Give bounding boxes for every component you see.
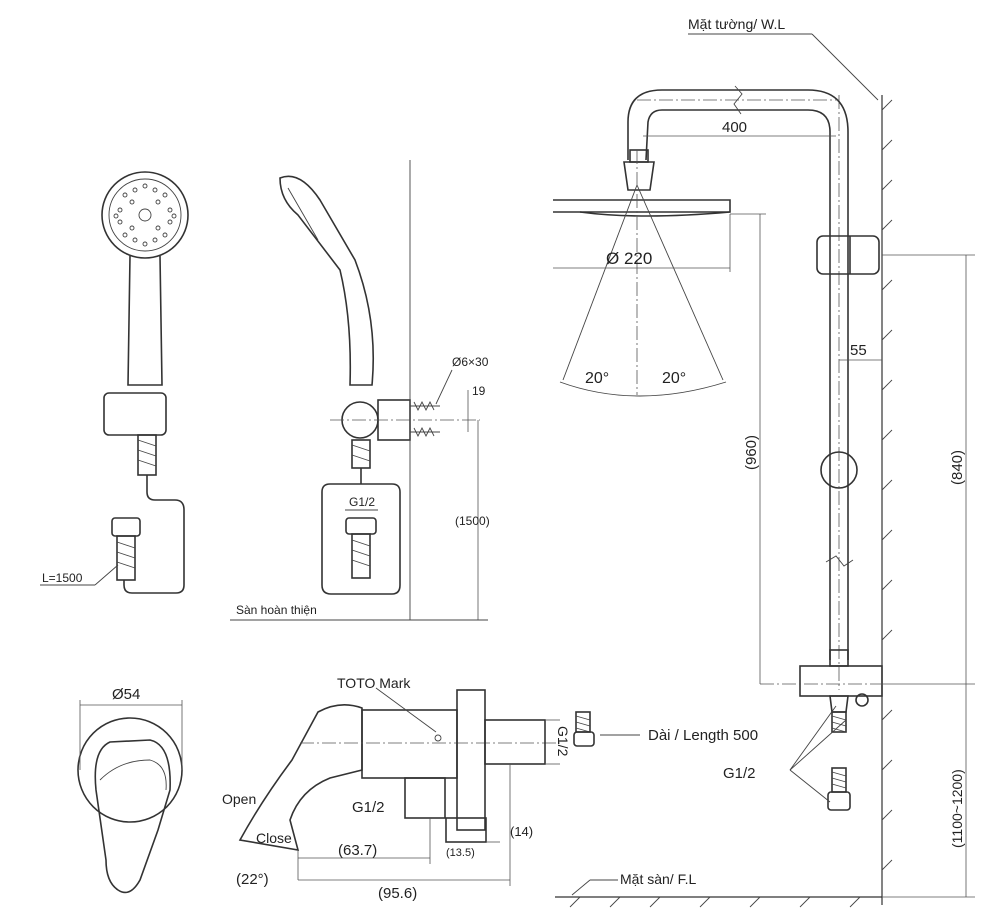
dim-angle-left: 20° [585, 370, 609, 387]
g12-fittings: G1/2 [723, 765, 756, 782]
dim-95: (95.6) [378, 885, 417, 902]
wall-line [881, 95, 893, 905]
floor-label-leader [571, 879, 591, 896]
dim-angle-right: 20° [662, 370, 686, 387]
finished-floor-label: Sàn hoàn thiện [236, 603, 317, 617]
hose-length: L=1500 [42, 571, 83, 585]
dim-19: 19 [472, 384, 486, 398]
wall-label-leader [811, 33, 879, 101]
dim-1500: (1500) [455, 514, 490, 528]
close-label: Close [256, 830, 292, 846]
dim-22-degree: (22°) [236, 871, 269, 888]
dim-54: Ø54 [112, 686, 140, 703]
toto-mark-label: TOTO Mark [337, 675, 411, 691]
dim-960: (960) [743, 435, 760, 470]
dim-840: (840) [949, 450, 966, 485]
dim-14: (14) [510, 824, 533, 839]
dim-400: 400 [722, 119, 747, 136]
open-label: Open [222, 791, 256, 807]
shower-column [553, 85, 883, 733]
fitting-lower [827, 767, 851, 811]
dim-13-5: (13.5) [446, 847, 475, 859]
wall-label: Mặt tường/ W.L [688, 16, 785, 32]
dim-head-diameter: Ø 220 [606, 249, 652, 268]
floor-line [555, 896, 882, 908]
hand-shower-side [279, 160, 480, 620]
valve-front [77, 717, 183, 894]
g12-valve-side: G1/2 [555, 726, 571, 757]
floor-label: Mặt sàn/ F.L [620, 871, 696, 887]
dim-screw: Ø6×30 [452, 355, 489, 369]
dim-1100: (1100~1200) [949, 769, 965, 848]
g12-hand-shower: G1/2 [349, 495, 375, 509]
hand-shower-front [101, 171, 189, 594]
g12-valve-bottom: G1/2 [352, 799, 385, 816]
valve-side [238, 689, 560, 852]
dim-63: (63.7) [338, 842, 377, 859]
fitting-upper [573, 711, 595, 747]
dim-55: 55 [850, 342, 867, 359]
length-label: Dài / Length 500 [648, 727, 758, 744]
